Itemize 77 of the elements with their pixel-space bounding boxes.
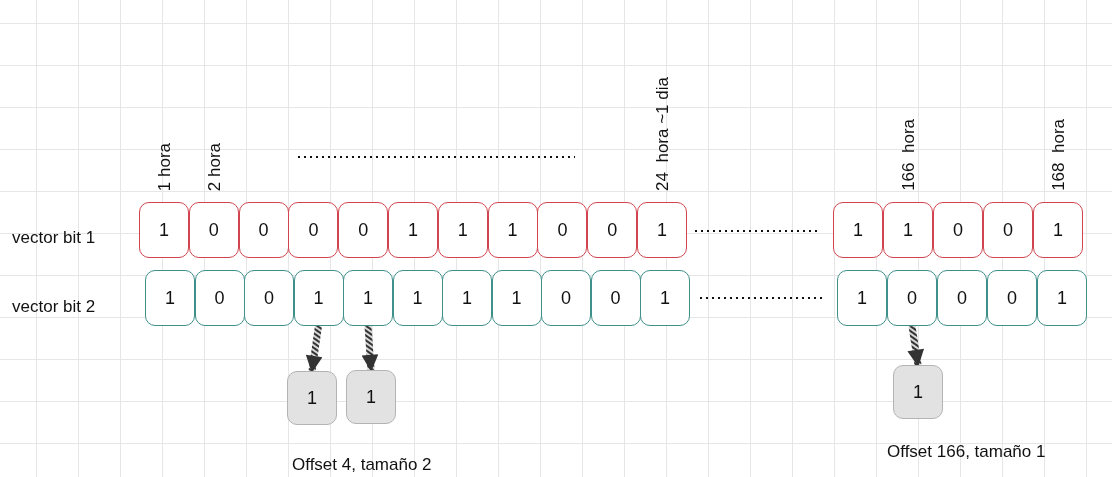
bit-cell <box>288 202 339 258</box>
bit-value: 0 <box>610 289 621 307</box>
bit-value: 1 <box>363 289 373 307</box>
hour-label: 24 hora ~1 dia <box>653 77 671 191</box>
bit-cell <box>590 270 641 326</box>
bit-value: 0 <box>358 221 369 239</box>
bit-cell <box>833 202 883 258</box>
bit-value: 0 <box>907 289 917 307</box>
bit-cell <box>194 270 245 326</box>
hour-label: 2 hora <box>205 142 223 191</box>
bit-cell <box>437 202 488 258</box>
bit-value: 1 <box>1057 289 1067 307</box>
bit-cell <box>145 270 195 326</box>
bit-value: 1 <box>913 383 923 401</box>
row-label: vector bit 1 <box>12 228 96 248</box>
bit-value: 1 <box>1053 221 1063 239</box>
bit-cell <box>487 202 538 258</box>
bit-value: 0 <box>308 221 319 239</box>
bit-value: 1 <box>313 289 324 307</box>
bit-cell <box>640 270 690 326</box>
bit-value: 0 <box>957 289 967 307</box>
bit-value: 0 <box>258 221 269 239</box>
bit-cell <box>491 270 542 326</box>
bit-value: 0 <box>557 221 568 239</box>
bit-value: 1 <box>857 289 867 307</box>
hour-label: 166 hora <box>899 119 917 191</box>
bit-value: 1 <box>366 388 376 406</box>
bit-value: 0 <box>208 221 219 239</box>
bit-cell <box>887 270 937 326</box>
bit-value: 0 <box>1007 289 1017 307</box>
bit-value: 1 <box>511 289 522 307</box>
arrow <box>907 325 924 367</box>
bit-value: 0 <box>561 289 571 307</box>
arrow <box>305 325 323 373</box>
bit-value: 1 <box>165 289 175 307</box>
hour-label: 168 hora <box>1049 119 1067 191</box>
bit-value: 0 <box>264 289 274 307</box>
row-label: vector bit 2 <box>12 297 96 317</box>
bit-cell <box>346 370 396 424</box>
bit-value: 1 <box>462 289 472 307</box>
bit-value: 0 <box>214 289 225 307</box>
bit-cell <box>541 270 591 326</box>
bit-cell <box>388 202 438 258</box>
bit-value: 1 <box>853 221 863 239</box>
bit-cell <box>537 202 588 258</box>
bit-value: 1 <box>408 221 418 239</box>
bit-value: 1 <box>412 289 423 307</box>
bit-value: 0 <box>953 221 963 239</box>
bit-cell <box>238 202 289 258</box>
bit-value: 1 <box>159 221 169 239</box>
bit-value: 1 <box>307 389 317 407</box>
bit-value: 1 <box>657 221 667 239</box>
bit-cell <box>937 270 987 326</box>
bit-value: 0 <box>607 221 618 239</box>
bit-cell <box>287 371 337 425</box>
bit-cell <box>983 202 1033 258</box>
bit-cell <box>343 270 393 326</box>
bit-cell <box>587 202 638 258</box>
bit-value: 1 <box>660 289 670 307</box>
bit-cell <box>933 202 983 258</box>
bit-cell <box>837 270 887 326</box>
hour-label: 1 hora <box>155 142 173 191</box>
arrow <box>361 325 379 372</box>
bit-value: 1 <box>457 221 468 239</box>
bit-cell <box>338 202 389 258</box>
bit-cell <box>1037 270 1087 326</box>
bit-value: 1 <box>507 221 518 239</box>
bit-cell <box>244 270 294 326</box>
bit-cell <box>293 270 344 326</box>
offset-note: Offset 4, tamaño 2 <box>292 455 432 475</box>
bit-cell <box>893 365 943 419</box>
bit-cell <box>442 270 492 326</box>
bit-value: 1 <box>903 221 913 239</box>
bit-cell <box>392 270 443 326</box>
bit-value: 0 <box>1003 221 1013 239</box>
offset-note: Offset 166, tamaño 1 <box>887 442 1046 462</box>
bit-cell <box>987 270 1037 326</box>
